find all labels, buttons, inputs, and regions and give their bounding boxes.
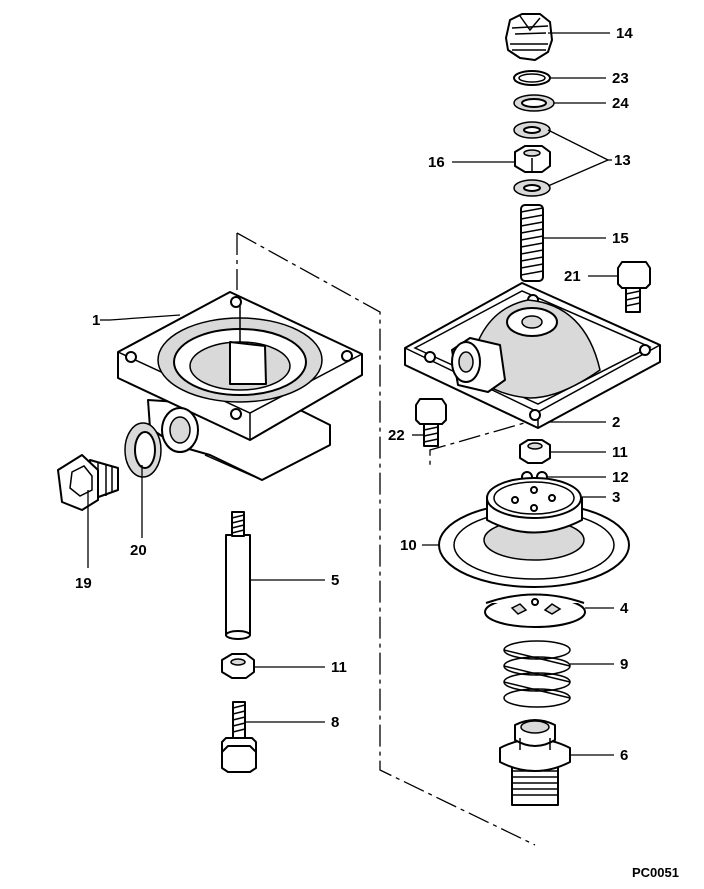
label-part-16: 16	[428, 154, 445, 171]
label-part-1: 1	[92, 312, 100, 329]
label-part-11-lower: 11	[331, 659, 347, 676]
bolt-middle-part	[415, 398, 447, 447]
washer-set-part	[513, 121, 551, 197]
label-part-23: 23	[612, 70, 629, 87]
label-part-24: 24	[612, 95, 629, 112]
label-part-13: 13	[614, 152, 631, 169]
label-part-9: 9	[620, 656, 628, 673]
washer-upper-part	[513, 94, 555, 112]
valve-body-part	[117, 291, 363, 481]
bolt-lower-part	[221, 701, 257, 773]
label-part-6: 6	[620, 747, 628, 764]
cover-part	[404, 282, 661, 429]
nut-lower-part	[221, 653, 255, 679]
drawing-code: PC0051	[632, 865, 679, 880]
retainer-plate-part	[484, 593, 586, 628]
o-ring-part	[513, 70, 551, 86]
label-part-11-upper: 11	[612, 444, 628, 461]
label-part-8: 8	[331, 714, 339, 731]
label-part-15: 15	[612, 230, 629, 247]
label-part-14: 14	[616, 25, 633, 42]
shaft-part	[225, 511, 251, 640]
leader-lines	[87, 32, 618, 756]
label-part-22: 22	[388, 427, 405, 444]
label-part-3: 3	[612, 489, 620, 506]
lock-nut-part	[514, 145, 551, 173]
label-part-2: 2	[612, 414, 620, 431]
label-part-20: 20	[130, 542, 147, 559]
valve-seat-part	[499, 719, 571, 806]
bolt-upper-part	[617, 261, 651, 313]
nut-upper-part	[519, 439, 551, 464]
spring-lower-part	[503, 640, 571, 708]
spring-upper-part	[520, 204, 544, 282]
label-part-19: 19	[75, 575, 92, 592]
piston-part	[486, 477, 583, 534]
gasket-part	[124, 422, 162, 478]
label-part-10: 10	[400, 537, 417, 554]
label-part-21: 21	[564, 268, 581, 285]
adjusting-screw-part	[505, 13, 553, 61]
label-part-5: 5	[331, 572, 339, 589]
part-labels: 1 2 3 4 5 6 8 9 10 11 11 12 13 14 15 16 …	[75, 25, 633, 764]
label-part-12: 12	[612, 469, 629, 486]
label-part-4: 4	[620, 600, 629, 617]
